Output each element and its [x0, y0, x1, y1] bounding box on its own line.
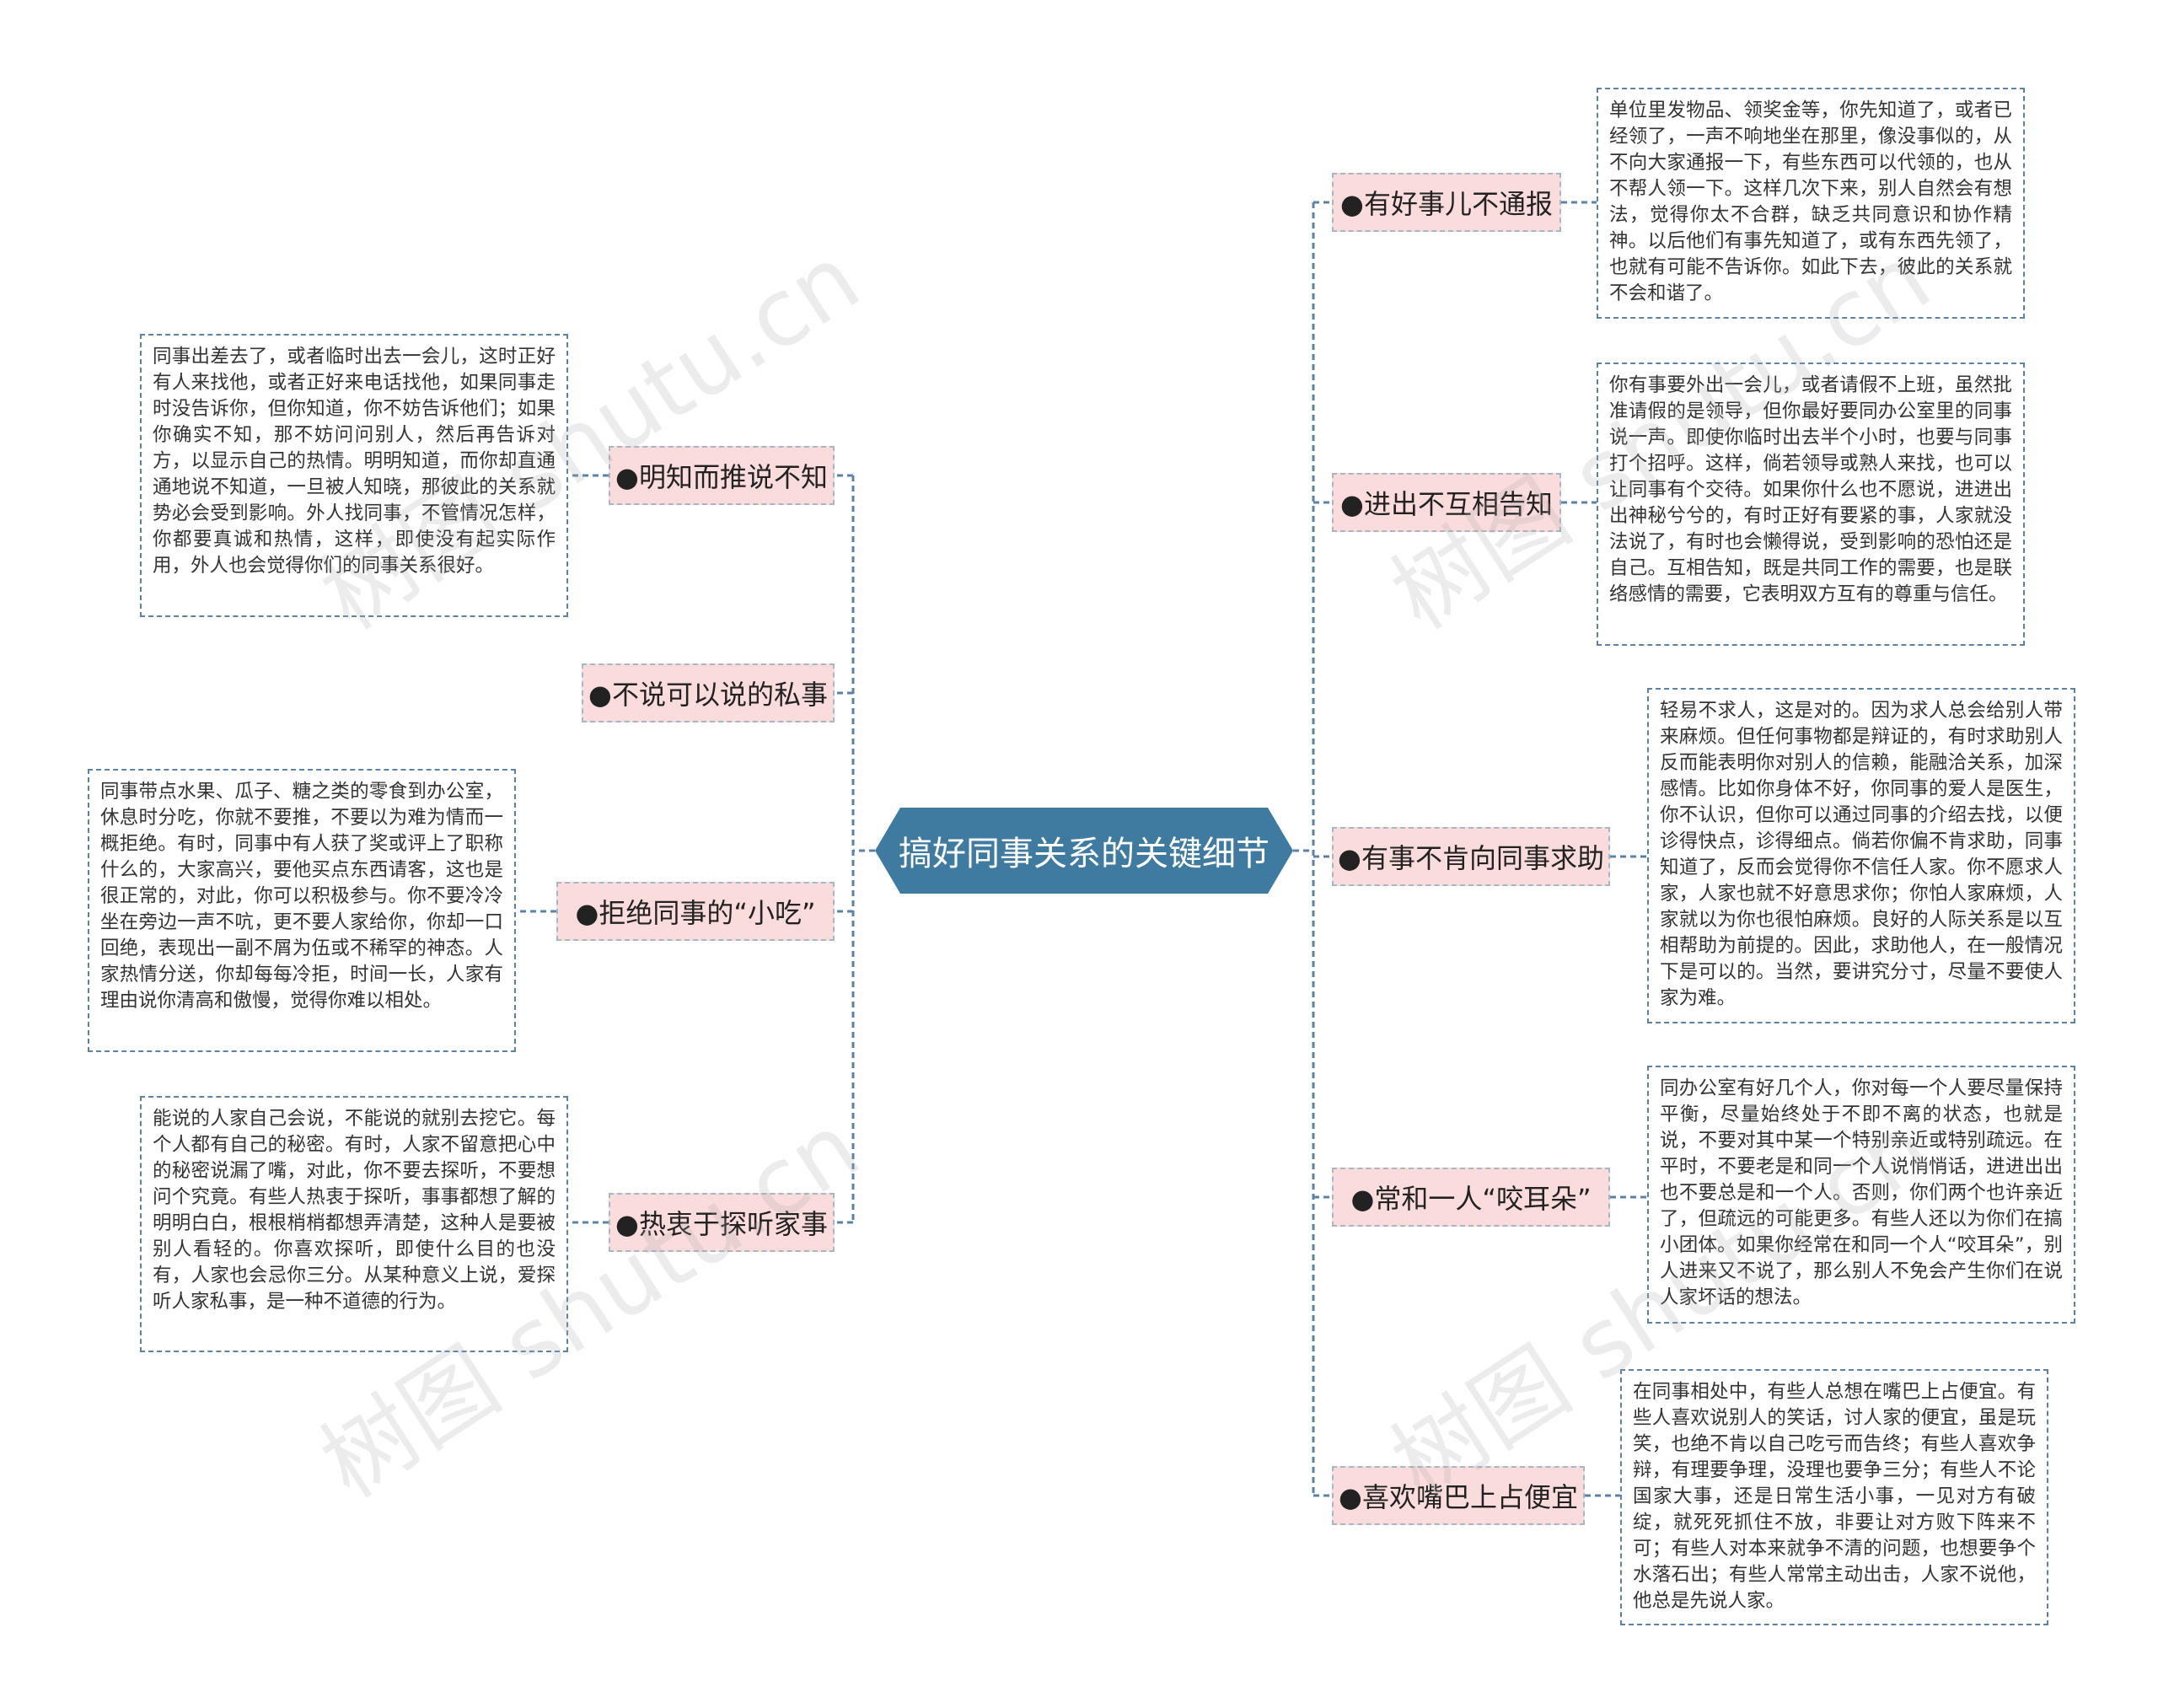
detail-text: 能说的人家自己会说，不能说的就别去挖它。每个人都有自己的秘密。有时，人家不留意把… — [153, 1108, 556, 1313]
detail-text: 同事出差去了，或者临时出去一会儿，这时正好有人来找他，或者正好来电话找他，如果同… — [153, 346, 556, 577]
branch-right-3[interactable]: ●有事不肯向同事求助 — [1332, 827, 1610, 886]
branch-label: ●明知而推说不知 — [615, 461, 828, 493]
detail-text: 同办公室有好几个人，你对每一个人要尽量保持平衡，尽量始终处于不即不离的状态，也就… — [1660, 1077, 2063, 1308]
branch-label: ●有好事儿不通报 — [1340, 188, 1553, 220]
branch-right-1[interactable]: ●有好事儿不通报 — [1332, 173, 1561, 232]
branch-label: ●喜欢嘴巴上占便宜 — [1339, 1481, 1578, 1513]
detail-right-5: 在同事相处中，有些人总想在嘴巴上占便宜。有些人喜欢说别人的笑话，讨人家的便宜，虽… — [1620, 1369, 2048, 1625]
right-trunk-line — [1293, 202, 1315, 1496]
branch-left-2[interactable]: ●不说可以说的私事 — [582, 663, 835, 722]
detail-right-3: 轻易不求人，这是对的。因为求人总会给别人带来麻烦。但任何事物都是辩证的，有时求助… — [1647, 688, 2075, 1023]
detail-right-2: 你有事要外出一会儿，或者请假不上班，虽然批准请假的是领导，但你最好要同办公室里的… — [1597, 363, 2025, 646]
branch-label: ●进出不互相告知 — [1340, 488, 1553, 520]
detail-left-1: 同事出差去了，或者临时出去一会儿，这时正好有人来找他，或者正好来电话找他，如果同… — [140, 334, 568, 617]
detail-text: 你有事要外出一会儿，或者请假不上班，虽然批准请假的是领导，但你最好要同办公室里的… — [1609, 374, 2012, 605]
detail-right-1: 单位里发物品、领奖金等，你先知道了，或者已经领了，一声不响地坐在那里，像没事似的… — [1597, 88, 2025, 319]
branch-label: ●不说可以说的私事 — [588, 679, 828, 711]
branch-label: ●有事不肯向同事求助 — [1338, 842, 1604, 874]
branch-label: ●热衷于探听家事 — [615, 1208, 828, 1240]
detail-left-3: 同事带点水果、瓜子、糖之类的零食到办公室，休息时分吃，你就不要推，不要以为难为情… — [88, 769, 516, 1052]
detail-text: 单位里发物品、领奖金等，你先知道了，或者已经领了，一声不响地坐在那里，像没事似的… — [1609, 99, 2012, 304]
detail-right-4: 同办公室有好几个人，你对每一个人要尽量保持平衡，尽量始终处于不即不离的状态，也就… — [1647, 1066, 2075, 1324]
detail-left-4: 能说的人家自己会说，不能说的就别去挖它。每个人都有自己的秘密。有时，人家不留意把… — [140, 1096, 568, 1352]
branch-label: ●拒绝同事的“小吃” — [575, 897, 816, 929]
left-trunk-line — [851, 475, 875, 1222]
root-topic-label: 搞好同事关系的关键细节 — [899, 835, 1270, 873]
root-topic[interactable]: 搞好同事关系的关键细节 — [875, 808, 1293, 894]
branch-left-3[interactable]: ●拒绝同事的“小吃” — [556, 882, 835, 941]
branch-right-4[interactable]: ●常和一人“咬耳朵” — [1332, 1168, 1610, 1227]
branch-left-1[interactable]: ●明知而推说不知 — [609, 446, 835, 505]
detail-text: 同事带点水果、瓜子、糖之类的零食到办公室，休息时分吃，你就不要推，不要以为难为情… — [100, 781, 503, 1012]
branch-left-4[interactable]: ●热衷于探听家事 — [609, 1193, 835, 1252]
branch-right-5[interactable]: ●喜欢嘴巴上占便宜 — [1332, 1466, 1585, 1525]
branch-label: ●常和一人“咬耳朵” — [1350, 1183, 1592, 1215]
detail-text: 轻易不求人，这是对的。因为求人总会给别人带来麻烦。但任何事物都是辩证的，有时求助… — [1660, 700, 2063, 1009]
branch-right-2[interactable]: ●进出不互相告知 — [1332, 473, 1561, 532]
detail-text: 在同事相处中，有些人总想在嘴巴上占便宜。有些人喜欢说别人的笑话，讨人家的便宜，虽… — [1633, 1381, 2036, 1612]
